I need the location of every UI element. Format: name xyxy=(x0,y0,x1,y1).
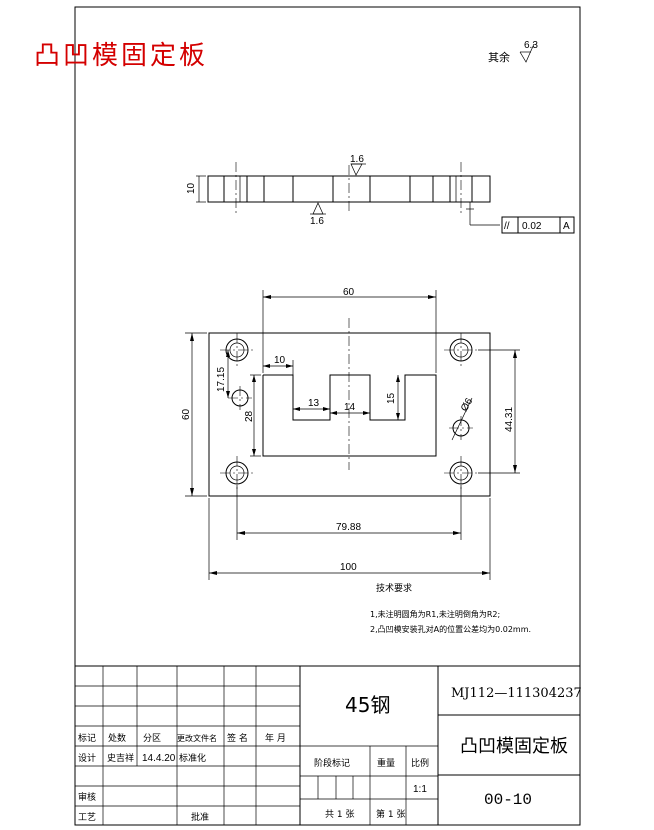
tolerance-value: 0.02 xyxy=(522,221,542,232)
tb-material: 45钢 xyxy=(345,693,390,717)
tolerance-datum: A xyxy=(563,221,570,232)
plan-view xyxy=(208,318,491,497)
dim-hole-spacing-x xyxy=(236,485,462,540)
dim-total-width xyxy=(208,498,491,580)
roughness-value: 6.3 xyxy=(524,40,538,51)
roughness-label: 其余 xyxy=(488,50,510,64)
dim-hole-spacing-x-value: 79.88 xyxy=(336,522,361,533)
thickness-dim: 10 xyxy=(186,182,197,194)
section-roughness-bottom xyxy=(310,202,326,215)
tb-process-label: 工艺 xyxy=(78,812,96,823)
dim-hole-offset-value: 17.15 xyxy=(216,367,227,392)
section-roughness-top xyxy=(350,163,366,176)
dim-inner-height-value: 28 xyxy=(244,410,255,422)
tb-header-date: 年 月 xyxy=(265,732,286,744)
dim-steps xyxy=(293,375,400,420)
dim-hole-spacing-y xyxy=(478,349,520,474)
dim-total-height xyxy=(185,332,207,497)
tb-review-label: 审核 xyxy=(78,791,96,803)
dim-total-width-value: 100 xyxy=(340,562,357,573)
dim-step-13: 13 xyxy=(308,398,320,409)
tb-header-zone: 分区 xyxy=(143,733,161,744)
tb-designer: 史吉祥 xyxy=(107,752,134,764)
tb-stage-label: 阶段标记 xyxy=(314,757,350,769)
dim-diameter: Ø6 xyxy=(459,396,475,413)
title-block xyxy=(75,665,580,825)
dim-slot-width-value: 10 xyxy=(274,355,286,366)
drawing-border xyxy=(74,6,581,826)
section-view xyxy=(196,162,491,214)
tb-header-sign: 签 名 xyxy=(227,732,248,744)
dim-inner-height xyxy=(250,374,261,457)
tb-design-date: 14.4.20 xyxy=(142,753,176,764)
tb-scale-label: 比例 xyxy=(411,757,429,769)
tb-sheets: 共 1 张 xyxy=(325,809,354,820)
dim-step-14: 14 xyxy=(344,402,356,413)
dim-inner-width xyxy=(262,290,437,373)
note-2: 2,凸凹模安装孔对A的位置公差均为0.02mm. xyxy=(370,624,531,634)
dim-hole-offset xyxy=(226,350,230,398)
tb-header-file: 更改文件名 xyxy=(177,733,217,743)
tb-design-label: 设计 xyxy=(78,752,96,764)
notes-heading: 技术要求 xyxy=(376,582,412,594)
tb-header-mark: 标记 xyxy=(78,732,96,744)
tolerance-frame xyxy=(501,216,575,234)
tb-drawing-no: MJ112—111304237 xyxy=(451,686,582,701)
roughness-symbol xyxy=(519,43,535,63)
tb-approve-label: 批准 xyxy=(191,811,209,823)
note-1: 1,未注明圆角为R1,未注明倒角为R2; xyxy=(370,609,500,619)
tb-header-count: 处数 xyxy=(108,732,126,744)
drawing-title: 凸凹模固定板 xyxy=(34,41,208,71)
dim-slot-width xyxy=(263,360,294,375)
dim-hole-spacing-y-value: 44.31 xyxy=(504,407,515,432)
dim-total-height-value: 60 xyxy=(181,408,192,420)
tb-weight-label: 重量 xyxy=(377,757,395,769)
tb-sheet: 第 1 张 xyxy=(376,808,405,820)
tolerance-symbol: // xyxy=(504,221,510,232)
dim-step-15: 15 xyxy=(386,392,397,404)
tolerance-leader xyxy=(466,202,500,226)
roughness-bottom-value: 1.6 xyxy=(310,216,324,227)
roughness-top-value: 1.6 xyxy=(350,154,364,165)
dim-inner-width-value: 60 xyxy=(343,287,355,298)
tb-standardize-label: 标准化 xyxy=(179,752,206,764)
tb-code: 00-10 xyxy=(484,791,532,809)
tb-scale-value: 1:1 xyxy=(413,784,427,795)
tb-part-name: 凸凹模固定板 xyxy=(460,736,568,757)
